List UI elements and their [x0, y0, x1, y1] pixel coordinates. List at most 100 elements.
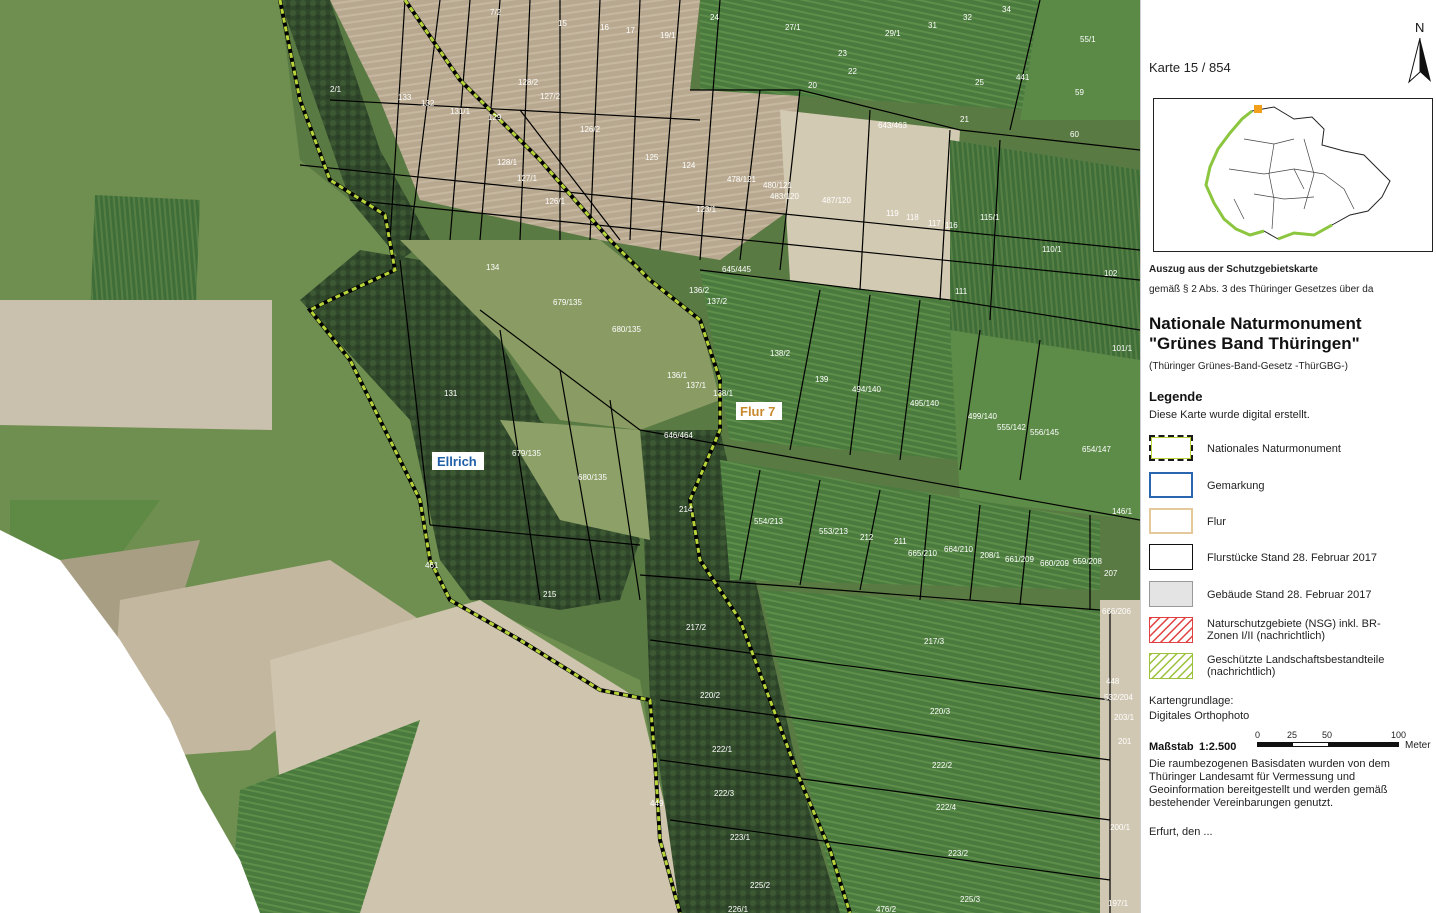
meadow-central-2: [500, 420, 650, 540]
field-upper-light: [780, 110, 960, 300]
parcel-label: 15: [558, 19, 567, 28]
field-right-3: [950, 330, 1140, 520]
parcel-label: 197/1: [1108, 899, 1129, 908]
data-source-note: Die raumbezogenen Basisdaten wurden von …: [1149, 758, 1390, 810]
sheet-locator: [1254, 105, 1262, 113]
parcel-label: 55/1: [1080, 35, 1096, 44]
parcel-label: 7/2: [490, 8, 502, 17]
parcel-label: 124: [682, 161, 696, 170]
parcel-label: 22: [848, 67, 857, 76]
parcel-label: 20: [808, 81, 817, 90]
parcel-label: 131/1: [450, 107, 471, 116]
parcel-label: 132: [421, 99, 435, 108]
parcel-label: 119: [886, 209, 899, 218]
parcel-label: 225/2: [750, 881, 771, 890]
field-left-1: [90, 195, 200, 330]
parcel-label: 553/213: [819, 527, 848, 536]
parcel-label: 27/1: [785, 23, 801, 32]
parcel-label: 59: [1075, 88, 1084, 97]
parcel-label: 123/1: [696, 205, 717, 214]
parcel-label: 217/2: [686, 623, 707, 632]
parcel-label: 449: [650, 799, 664, 808]
parcel-label: 138/2: [770, 349, 791, 358]
field-right-4: [720, 460, 1100, 590]
parcel-label: 643/463: [878, 121, 907, 130]
north-arrow: N: [1405, 20, 1435, 86]
meadow-central: [400, 240, 720, 430]
place-label-flur7[interactable]: Flur 7: [736, 402, 782, 420]
parcel-label: 215: [543, 590, 557, 599]
legend-label-monument: Nationales Naturmonument: [1207, 443, 1341, 455]
north-arrow-icon: [1408, 37, 1431, 84]
parcel-label: 102: [1104, 269, 1118, 278]
orthophoto-map[interactable]: 7/2 15 16 17 19/1 24 27/1 29/1 31 32 34 …: [0, 0, 1140, 913]
parcel-label: 32: [963, 13, 972, 22]
parcel-label: 483/120: [770, 192, 799, 201]
legend-label-nsg-line2: Zonen I/II (nachrichtlich): [1207, 630, 1325, 642]
parcel-label: 110/1: [1042, 245, 1062, 254]
parcel-label: 25: [975, 78, 984, 87]
parcel-label: 200/1: [1110, 823, 1131, 832]
legend-swatch-landschaft: [1149, 653, 1193, 679]
legend-swatch-gemarkung: [1149, 472, 1193, 498]
note-line-3: Geoinformation bereitgestellt und werden…: [1149, 784, 1388, 796]
parcel-label: 664/210: [944, 545, 973, 554]
field-right-edge: [1100, 600, 1140, 913]
parcel-label: 115/1: [980, 213, 1000, 222]
parcel-label: 201: [1118, 737, 1132, 746]
map-canvas: 7/2 15 16 17 19/1 24 27/1 29/1 31 32 34 …: [0, 0, 1140, 913]
thuringia-outline-icon: [1204, 105, 1391, 241]
parcel-label: 214: [679, 505, 693, 514]
legend-label-landschaft-line1: Geschützte Landschaftsbestandteile: [1207, 654, 1385, 666]
parcel-label: 126/2: [580, 125, 601, 134]
parcel-label: 666/206: [1102, 607, 1131, 616]
parcel-label: 679/135: [553, 298, 582, 307]
parcel-label: 117: [928, 219, 941, 228]
parcel-label: 222/3: [714, 789, 735, 798]
parcel-label: 29/1: [885, 29, 901, 38]
parcel-label: 101/1: [1112, 344, 1133, 353]
parcel-label: 220/2: [700, 691, 721, 700]
sheet-number: Karte 15 / 854: [1149, 60, 1231, 75]
parcel-label: 222/1: [712, 745, 733, 754]
field-upper-right: [1020, 0, 1140, 120]
parcel-label: 476/2: [876, 905, 897, 913]
scale-bar: [1257, 742, 1399, 747]
parcel-label: 223/2: [948, 849, 969, 858]
parcel-label: 23: [838, 49, 847, 58]
parcel-label: 225/3: [960, 895, 981, 904]
parcel-label: 499/140: [968, 412, 997, 421]
parcel-label: 220/3: [930, 707, 951, 716]
field-tan-large: [110, 560, 420, 760]
parcel-label: 680/135: [612, 325, 641, 334]
parcel-label: 136/1: [667, 371, 688, 380]
parcel-label: 487/120: [822, 196, 851, 205]
parcel-label: 661/209: [1005, 555, 1034, 564]
heading-line-2: "Grünes Band Thüringen": [1149, 334, 1360, 353]
legend-label-landschaft-line2: (nachrichtlich): [1207, 666, 1276, 678]
parcel-label: 659/208: [1073, 557, 1102, 566]
scale-tick-100: 100: [1391, 730, 1407, 740]
forest-main: [300, 250, 640, 610]
parcel-label: 680/135: [578, 473, 607, 482]
parcel-label: 646/464: [664, 431, 693, 440]
forest-strip: [640, 430, 840, 913]
field-green-strip: [230, 720, 420, 913]
parcel-label: 554/213: [754, 517, 783, 526]
scale-value: 1:2.500: [1199, 741, 1237, 753]
legend-label-nsg-line1: Naturschutzgebiete (NSG) inkl. BR-: [1207, 618, 1381, 630]
legend-swatch-flur: [1149, 508, 1193, 534]
parcel-label: 146/1: [1112, 507, 1133, 516]
parcel-label: 118: [906, 213, 919, 222]
overview-map[interactable]: [1153, 98, 1433, 252]
legend-label-landschaft: Geschützte Landschaftsbestandteile (nach…: [1207, 654, 1384, 678]
north-label: N: [1415, 20, 1425, 35]
place-label-ellrich[interactable]: Ellrich: [432, 452, 484, 470]
grundlage-value: Digitales Orthophoto: [1149, 710, 1250, 722]
law-reference: (Thüringer Grünes-Band-Gesetz -ThürGBG-): [1149, 361, 1348, 372]
parcel-label: 21: [960, 115, 969, 124]
auszug-title: Auszug aus der Schutzgebietskarte: [1149, 264, 1318, 275]
legend-swatch-monument: [1149, 435, 1193, 461]
parcel-label: 137/2: [707, 297, 728, 306]
parcel-label: 2/1: [330, 85, 342, 94]
